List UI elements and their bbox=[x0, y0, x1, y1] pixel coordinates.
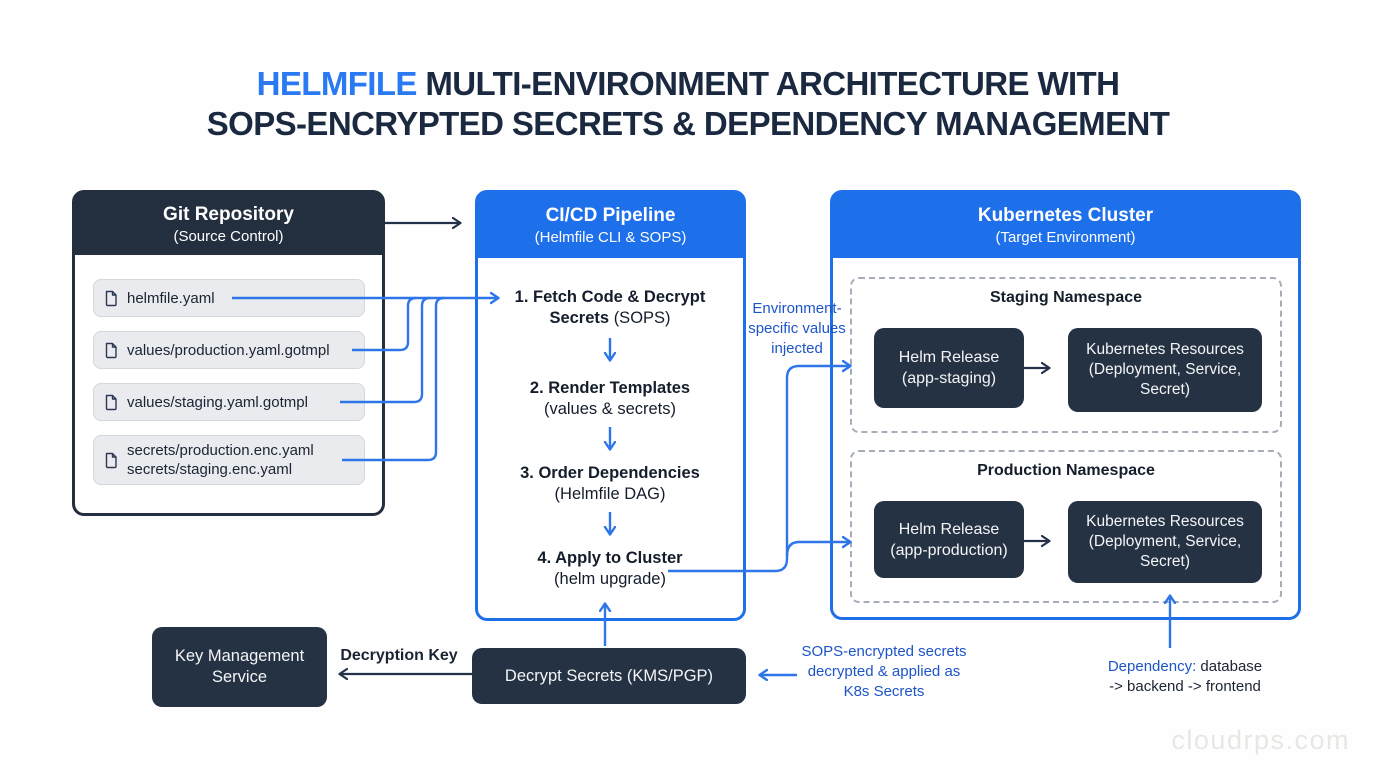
title-brand: HELMFILE bbox=[256, 65, 418, 102]
file-item-secrets: secrets/production.enc.yaml secrets/stagi… bbox=[93, 435, 365, 485]
file-icon bbox=[105, 394, 117, 410]
dependency-annotation: Dependency: database -> backend -> front… bbox=[1107, 658, 1263, 695]
file-item-values-staging: values/staging.yaml.gotmpl bbox=[93, 383, 365, 421]
helm-release-staging-box: Helm Release (app-staging) bbox=[874, 328, 1024, 408]
k8s-resources-production-box: Kubernetes Resources (Deployment, Servic… bbox=[1068, 501, 1262, 583]
kubernetes-cluster-subtitle: (Target Environment) bbox=[995, 229, 1136, 246]
decrypt-secrets-box: Decrypt Secrets (KMS/PGP) bbox=[472, 648, 746, 704]
git-repository-title: Git Repository bbox=[163, 203, 294, 225]
file-item-values-production: values/production.yaml.gotmpl bbox=[93, 331, 365, 369]
cicd-pipeline-header: CI/CD Pipeline (Helmfile CLI & SOPS) bbox=[478, 193, 743, 258]
production-namespace-title: Production Namespace bbox=[977, 462, 1155, 479]
file-icon bbox=[105, 452, 117, 468]
title-line-2: SOPS-ENCRYPTED SECRETS & DEPENDENCY MANA… bbox=[206, 105, 1170, 142]
file-name: values/staging.yaml.gotmpl bbox=[127, 393, 308, 411]
file-name: values/production.yaml.gotmpl bbox=[127, 341, 330, 359]
file-name: secrets/staging.enc.yaml bbox=[127, 461, 293, 478]
k8s-resources-staging-box: Kubernetes Resources (Deployment, Servic… bbox=[1068, 328, 1262, 412]
git-repository-subtitle: (Source Control) bbox=[173, 227, 284, 245]
dependency-label: Dependency: bbox=[1107, 658, 1197, 675]
file-icon bbox=[105, 342, 117, 358]
kubernetes-cluster-title: Kubernetes Cluster bbox=[977, 205, 1154, 226]
staging-namespace-box: Staging Namespace bbox=[850, 277, 1282, 433]
file-item-helmfile: helmfile.yaml bbox=[93, 279, 365, 317]
file-name: secrets/production.enc.yaml bbox=[127, 442, 314, 459]
staging-namespace-title: Staging Namespace bbox=[989, 289, 1143, 306]
file-names: secrets/production.enc.yaml secrets/stagi… bbox=[127, 441, 314, 479]
helm-release-production-box: Helm Release (app-production) bbox=[874, 501, 1024, 578]
pipeline-step-2: 2. Render Templates (values & secrets) bbox=[529, 379, 691, 418]
env-values-annotation: Environment-specific values injected bbox=[748, 300, 846, 357]
pipeline-step-1: 1. Fetch Code & Decrypt Secrets (SOPS) bbox=[514, 288, 706, 327]
decryption-key-label: Decryption Key bbox=[340, 647, 458, 664]
title-line-1: HELMFILE MULTI-ENVIRONMENT ARCHITECTURE … bbox=[256, 65, 1120, 102]
kubernetes-cluster-header: Kubernetes Cluster (Target Environment) bbox=[833, 193, 1298, 258]
pipeline-step-3: 3. Order Dependencies (Helmfile DAG) bbox=[520, 464, 700, 503]
file-name: helmfile.yaml bbox=[127, 289, 215, 307]
git-repository-header: Git Repository (Source Control) bbox=[75, 193, 382, 255]
sops-secrets-annotation: SOPS-encrypted secrets decrypted & appli… bbox=[801, 643, 967, 700]
key-management-service-box: Key Management Service bbox=[152, 627, 327, 707]
cicd-pipeline-subtitle: (Helmfile CLI & SOPS) bbox=[534, 229, 687, 246]
production-namespace-box: Production Namespace bbox=[850, 450, 1282, 603]
cicd-pipeline-title: CI/CD Pipeline bbox=[545, 205, 676, 226]
page-title: HELMFILE MULTI-ENVIRONMENT ARCHITECTURE … bbox=[0, 64, 1376, 144]
file-icon bbox=[105, 290, 117, 306]
pipeline-step-4: 4. Apply to Cluster (helm upgrade) bbox=[537, 549, 683, 588]
watermark: cloudrps.com bbox=[1171, 725, 1350, 755]
